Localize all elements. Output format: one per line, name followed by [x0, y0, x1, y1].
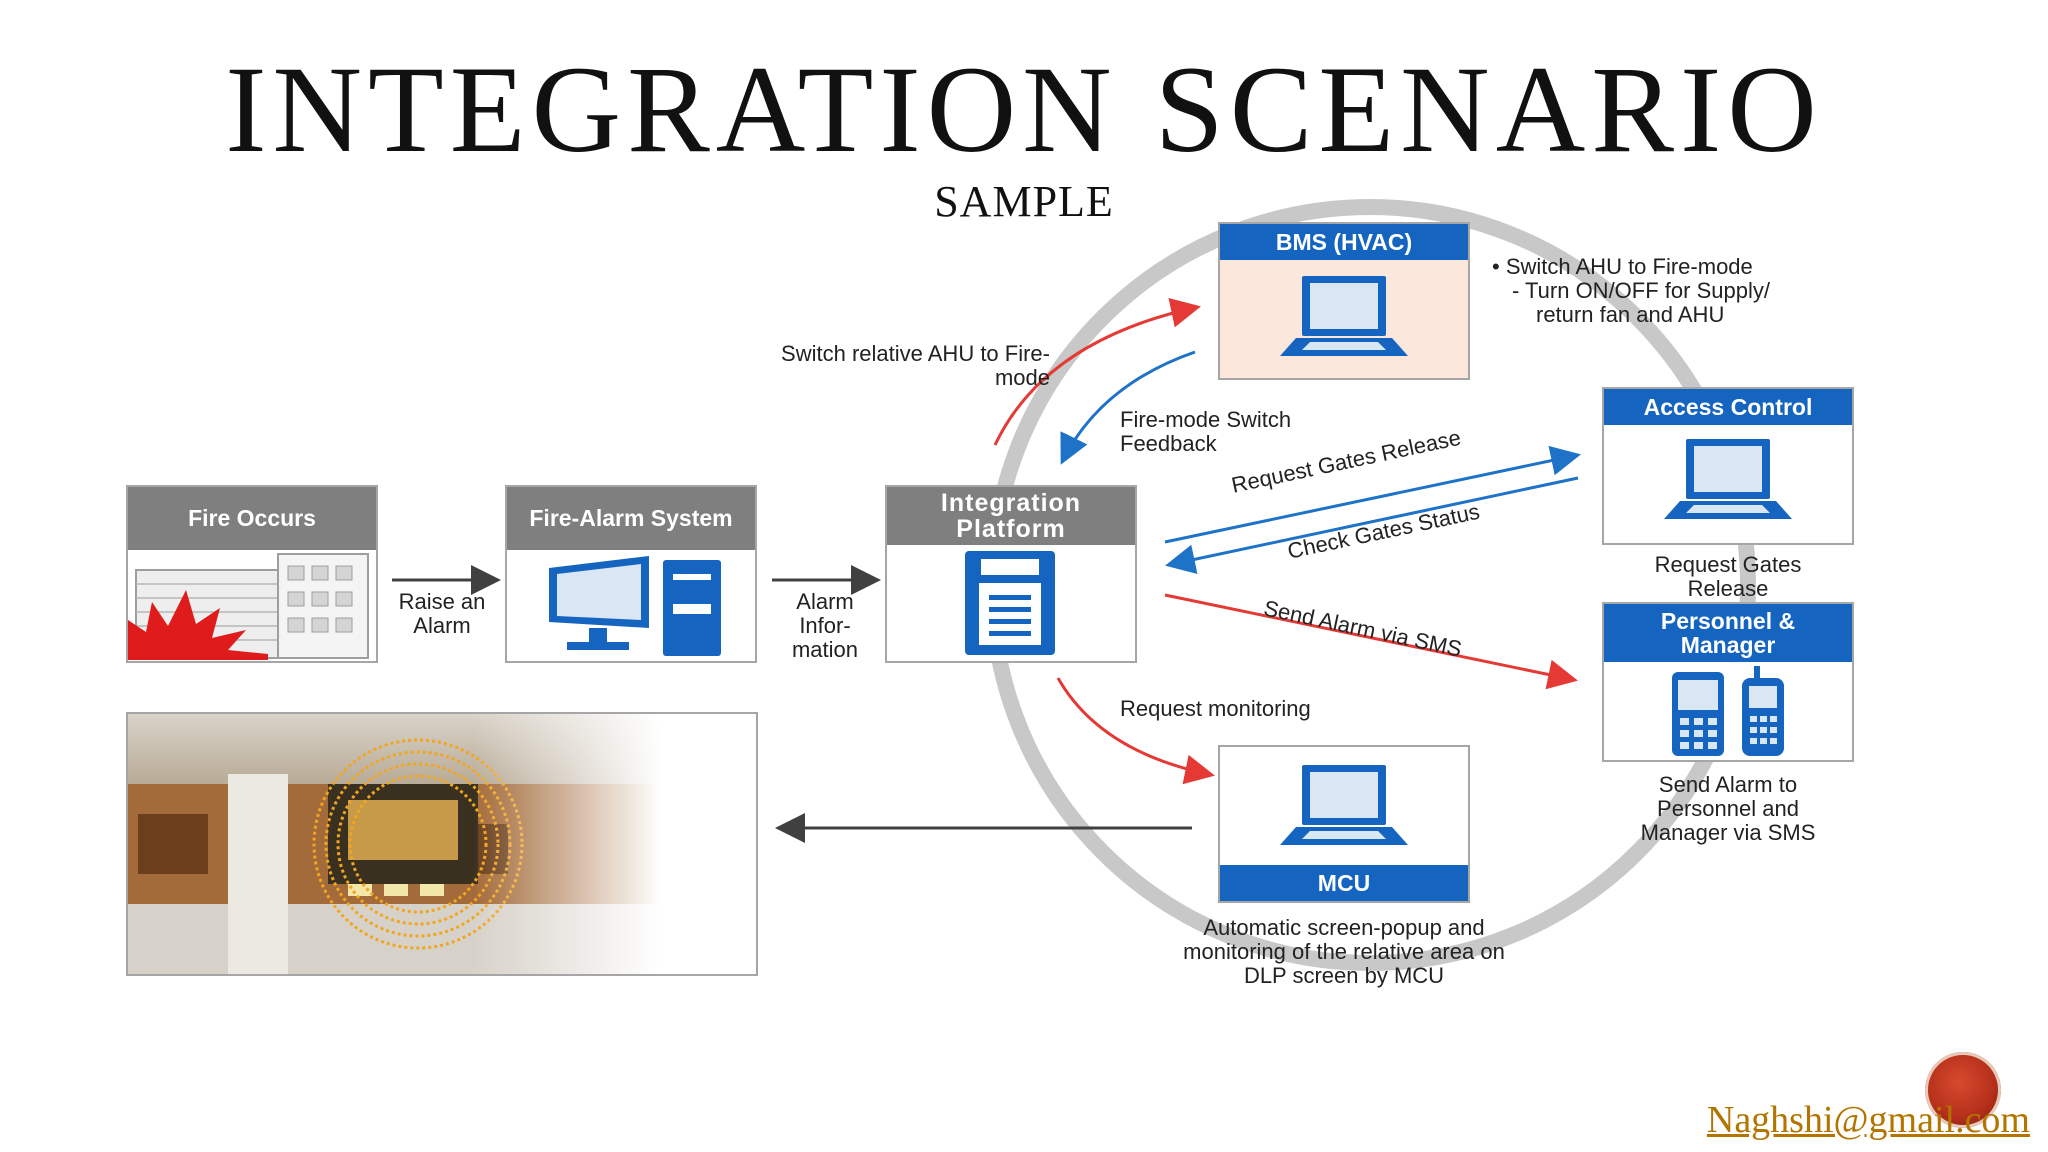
request-monitoring-label: Request monitoring: [1120, 696, 1311, 721]
personnel-manager-note: Send Alarm to Personnel and Manager via …: [1640, 772, 1816, 846]
arrow-request-gates: [1164, 445, 1581, 544]
access-control-header: Access Control: [1604, 389, 1852, 425]
bms-note-line-3: return fan and AHU: [1536, 302, 1725, 327]
laptop-icon: [1664, 439, 1792, 519]
mcu-box: MCU: [1218, 745, 1470, 903]
integration-platform-header: Integration Platform: [887, 487, 1135, 545]
personnel-manager-box: Personnel & Manager: [1602, 602, 1854, 762]
computer-icon: [549, 556, 721, 656]
arrow-fire-mode-feedback: [1060, 350, 1196, 465]
laptop-icon: [1280, 765, 1408, 845]
arrow-check-gates: [1165, 476, 1579, 575]
arrow-switch-ahu: [993, 298, 1201, 446]
server-icon: [965, 551, 1055, 655]
flame-icon: [128, 590, 268, 660]
fire-occurs-header: Fire Occurs: [128, 487, 376, 550]
mobile-phones-icon: [1672, 666, 1784, 756]
brand-logo-icon: [1925, 1052, 2001, 1128]
page-title: INTEGRATION SCENARIO: [225, 41, 1823, 178]
mcu-header: MCU: [1220, 865, 1468, 901]
access-control-note: Request Gates Release: [1654, 552, 1802, 602]
mcu-note: Automatic screen-popup and monitoring of…: [1183, 915, 1505, 989]
integration-platform-box: Integration Platform: [885, 485, 1137, 663]
bms-note-line-2: - Turn ON/OFF for Supply/: [1512, 278, 1770, 303]
fire-occurs-box: Fire Occurs: [126, 485, 378, 663]
personnel-manager-header: Personnel & Manager: [1604, 604, 1852, 662]
control-room-image: [126, 712, 758, 976]
burning-building-icon: [128, 553, 369, 660]
switch-ahu-label: Switch relative AHU to Fire-mode: [781, 341, 1050, 391]
arrow-request-monitoring: [1056, 677, 1215, 785]
fire-alarm-system-box: Fire-Alarm System: [505, 485, 757, 663]
fire-mode-feedback-label: Fire-mode Switch Feedback: [1120, 407, 1292, 457]
page-subtitle: SAMPLE: [934, 177, 1114, 226]
laptop-icon: [1280, 276, 1408, 356]
contact-email-link[interactable]: Naghshi@gmail.com: [1706, 1099, 2030, 1141]
bms-hvac-header: BMS (HVAC): [1220, 224, 1468, 260]
fire-alarm-system-header: Fire-Alarm System: [507, 487, 755, 550]
arrow-send-sms: [1164, 593, 1578, 690]
alarm-information-label: Alarm Infor- mation: [791, 589, 859, 663]
raise-alarm-label: Raise an Alarm: [398, 589, 486, 639]
bms-note-line-1: • Switch AHU to Fire-mode: [1492, 254, 1753, 279]
bms-hvac-box: BMS (HVAC): [1218, 222, 1470, 380]
access-control-box: Access Control: [1602, 387, 1854, 545]
